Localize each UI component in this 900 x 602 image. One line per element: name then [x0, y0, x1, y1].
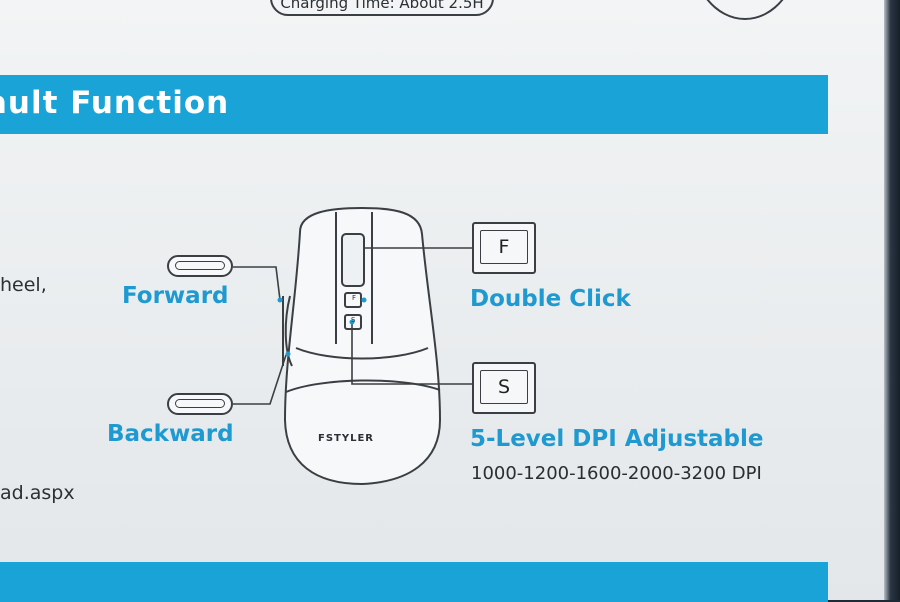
backward-side-button-icon: [167, 393, 233, 415]
dpi-levels-text: 1000-1200-1600-2000-3200 DPI: [471, 463, 762, 484]
forward-label: Forward: [122, 283, 229, 309]
keycap-f-icon: F: [472, 222, 536, 274]
keycap-s-icon: S: [472, 362, 536, 414]
mouse-button-s-label: S: [351, 316, 356, 324]
backward-label: Backward: [107, 421, 234, 447]
brand-logo-text: FSTYLER: [318, 433, 374, 444]
cropped-url-text: ad.aspx: [0, 482, 75, 504]
leader-endpoints: [277, 297, 367, 357]
mouse-diagram: [233, 206, 472, 486]
keycap-s-letter: S: [480, 370, 528, 404]
section-banner: [0, 75, 828, 134]
keycap-f-letter: F: [480, 230, 528, 264]
page-edge-shadow: [884, 0, 900, 600]
double-click-label: Double Click: [470, 286, 631, 312]
mouse-button-f-label: F: [352, 294, 357, 302]
mouse-outline-icon: [282, 206, 442, 486]
bottom-banner: [0, 562, 828, 602]
dpi-adjustable-label: 5-Level DPI Adjustable: [470, 426, 764, 452]
forward-side-button-icon: [167, 255, 233, 277]
section-title: ault Function: [0, 85, 230, 121]
leader-lines: [233, 247, 472, 405]
cropped-text-line: heel,: [0, 274, 47, 296]
charging-time-text: Charging Time: About 2.5H: [280, 0, 484, 12]
